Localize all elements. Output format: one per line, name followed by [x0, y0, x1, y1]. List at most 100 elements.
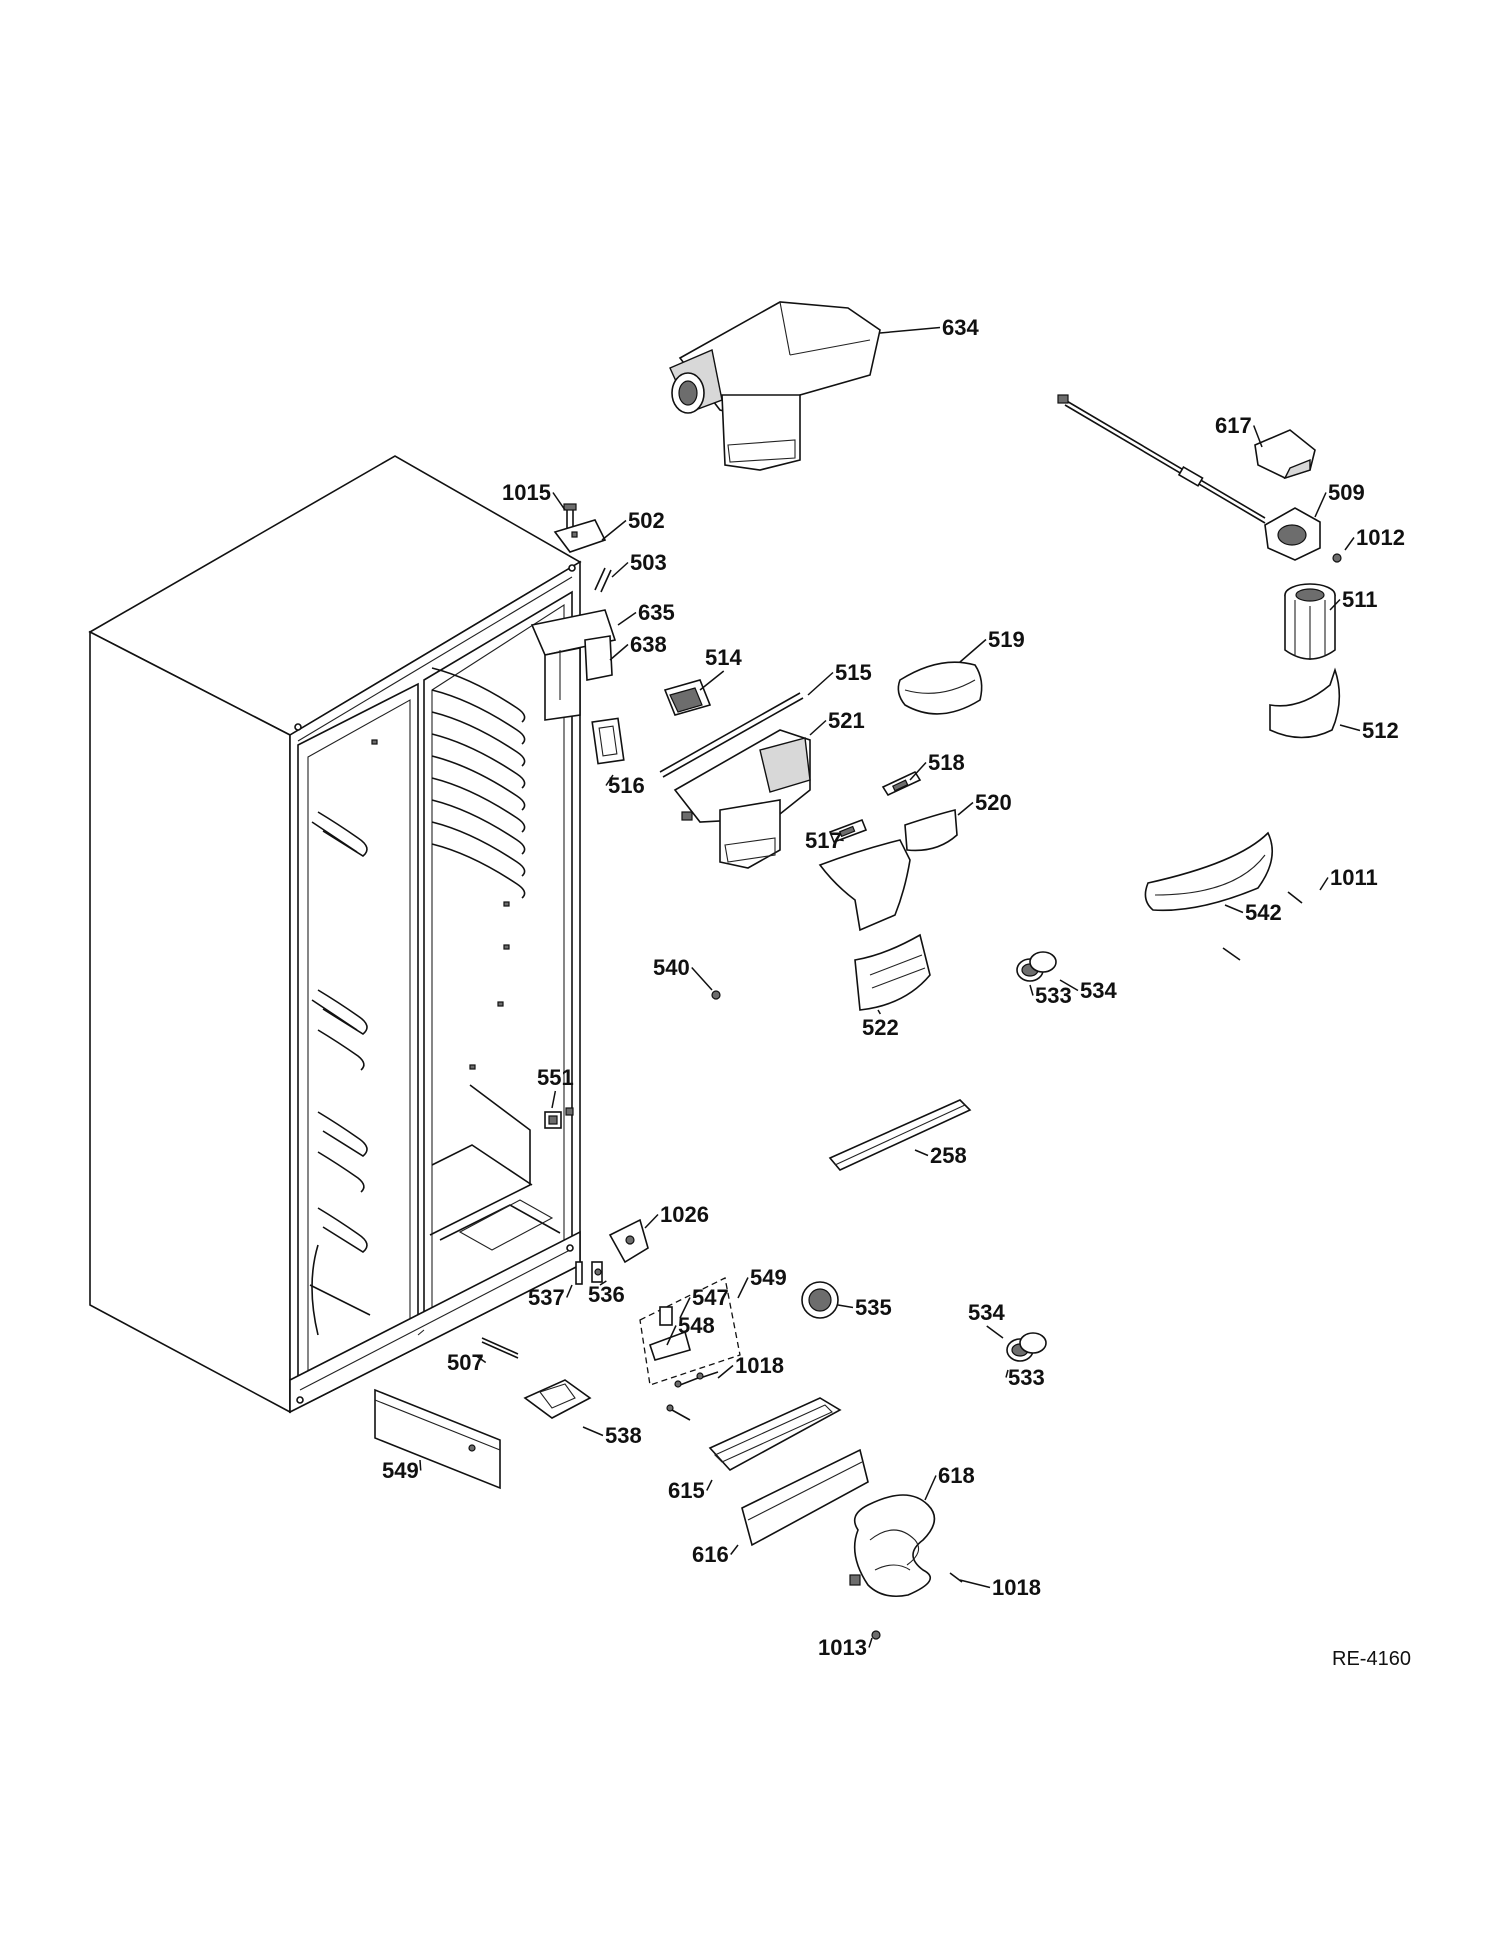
- part-520-lever: [904, 808, 958, 852]
- leader-line: [611, 561, 629, 578]
- callout-c616: 616: [692, 1542, 739, 1567]
- part-number-label: 503: [630, 550, 667, 575]
- part-number-label: 634: [942, 315, 979, 340]
- part-number-label: 517: [805, 828, 842, 853]
- part-258-strip: [828, 1099, 972, 1171]
- part-number-label: 638: [630, 632, 667, 657]
- part-521-dispenser-body: [673, 729, 811, 869]
- leader-line: [1314, 492, 1327, 518]
- part-number-label: 1026: [660, 1202, 709, 1227]
- callout-c503: 503: [611, 550, 667, 578]
- part-number-label: 520: [975, 790, 1012, 815]
- callout-c549a: 549: [737, 1265, 787, 1299]
- callout-c533a: 533: [1029, 983, 1072, 1008]
- leader-line: [1344, 537, 1355, 551]
- callout-c537: 537: [528, 1284, 573, 1310]
- leader-line: [609, 643, 629, 661]
- part-number-label: 549: [382, 1458, 419, 1483]
- leader-line: [552, 492, 566, 511]
- part-1013-screw: [871, 1630, 881, 1640]
- leader-line: [957, 801, 974, 816]
- callout-c507: 507: [447, 1350, 487, 1375]
- leader-line: [986, 1325, 1004, 1339]
- leader-line: [601, 519, 627, 541]
- part-number-label: 507: [447, 1350, 484, 1375]
- callout-c512: 512: [1339, 718, 1399, 743]
- thermostat-rod: [1057, 394, 1266, 524]
- callout-c521: 521: [809, 708, 865, 736]
- part-509-housing: [1264, 507, 1321, 561]
- part-515-rod: [659, 692, 804, 778]
- part-number-label: 542: [1245, 900, 1282, 925]
- part-number-label: 519: [988, 627, 1025, 652]
- leader-line: [730, 1544, 739, 1555]
- callout-c522: 522: [862, 1009, 899, 1040]
- part-1018-screws-upper: [666, 1371, 719, 1421]
- callout-c1026: 1026: [644, 1202, 709, 1229]
- leader-line: [959, 638, 987, 663]
- part-number-label: 538: [605, 1423, 642, 1448]
- part-number-label: 615: [668, 1478, 705, 1503]
- callout-c534b: 534: [968, 1300, 1005, 1339]
- part-number-label: 549: [750, 1265, 787, 1290]
- part-533-534-discs-upper: [1016, 951, 1057, 982]
- leader-line: [1224, 904, 1244, 914]
- callout-c258: 258: [914, 1143, 967, 1168]
- leader-line: [474, 1354, 487, 1364]
- part-number-label: 1012: [1356, 525, 1405, 550]
- leader-line: [959, 1579, 991, 1589]
- part-617-cover: [1254, 429, 1316, 480]
- leader-line: [419, 1459, 422, 1471]
- callout-c509: 509: [1314, 480, 1365, 518]
- part-number-label: 1013: [818, 1635, 867, 1660]
- part-549-kickplate: [374, 1388, 501, 1490]
- leader-line: [551, 1090, 557, 1109]
- leader-line: [691, 966, 713, 991]
- leader-line: [1329, 598, 1341, 611]
- freezer-shelf-rails: [309, 811, 371, 1336]
- leader-line: [699, 670, 725, 691]
- leader-line: [737, 1277, 749, 1299]
- callout-c519: 519: [959, 627, 1025, 663]
- part-533-534-discs-lower: [1006, 1332, 1047, 1362]
- callout-c517: 517: [805, 828, 844, 853]
- leader-line: [599, 1280, 607, 1286]
- part-540-screw: [711, 990, 721, 1000]
- part-number-label: 548: [678, 1313, 715, 1338]
- part-number-label: 534: [1080, 978, 1117, 1003]
- part-511-auger-motor: [1284, 583, 1336, 660]
- leader-line: [644, 1213, 659, 1229]
- part-number-label: 509: [1328, 480, 1365, 505]
- part-number-label: 534: [968, 1300, 1005, 1325]
- leader-line: [914, 1149, 929, 1157]
- callout-c549b: 549: [382, 1458, 422, 1483]
- callout-c615: 615: [668, 1478, 713, 1503]
- leader-line: [1029, 984, 1034, 996]
- part-number-label: 516: [608, 773, 645, 798]
- part-503-clip: [594, 567, 612, 593]
- leader-line: [924, 1475, 937, 1501]
- part-number-label: 617: [1215, 413, 1252, 438]
- part-number-label: 502: [628, 508, 665, 533]
- callout-c635: 635: [617, 600, 675, 626]
- leader-line: [617, 611, 637, 626]
- leader-line: [837, 1304, 854, 1309]
- part-542-drip-tray: [1144, 831, 1274, 912]
- part-number-label: 258: [930, 1143, 967, 1168]
- callout-c1013: 1013: [818, 1635, 873, 1660]
- callout-c515: 515: [807, 660, 872, 696]
- leader-line: [1253, 425, 1263, 448]
- reference-code: RE-4160: [1332, 1648, 1411, 1670]
- leader-line: [877, 1009, 882, 1015]
- callout-c514: 514: [699, 645, 742, 691]
- part-number-label: 1011: [1330, 865, 1378, 890]
- callout-c534a: 534: [1059, 978, 1117, 1003]
- callout-c634: 634: [879, 315, 979, 340]
- part-number-label: 635: [638, 600, 675, 625]
- callout-c548: 548: [666, 1313, 715, 1346]
- leader-line: [582, 1426, 604, 1437]
- part-535-disc: [801, 1281, 839, 1319]
- part-616-cover: [741, 1448, 869, 1547]
